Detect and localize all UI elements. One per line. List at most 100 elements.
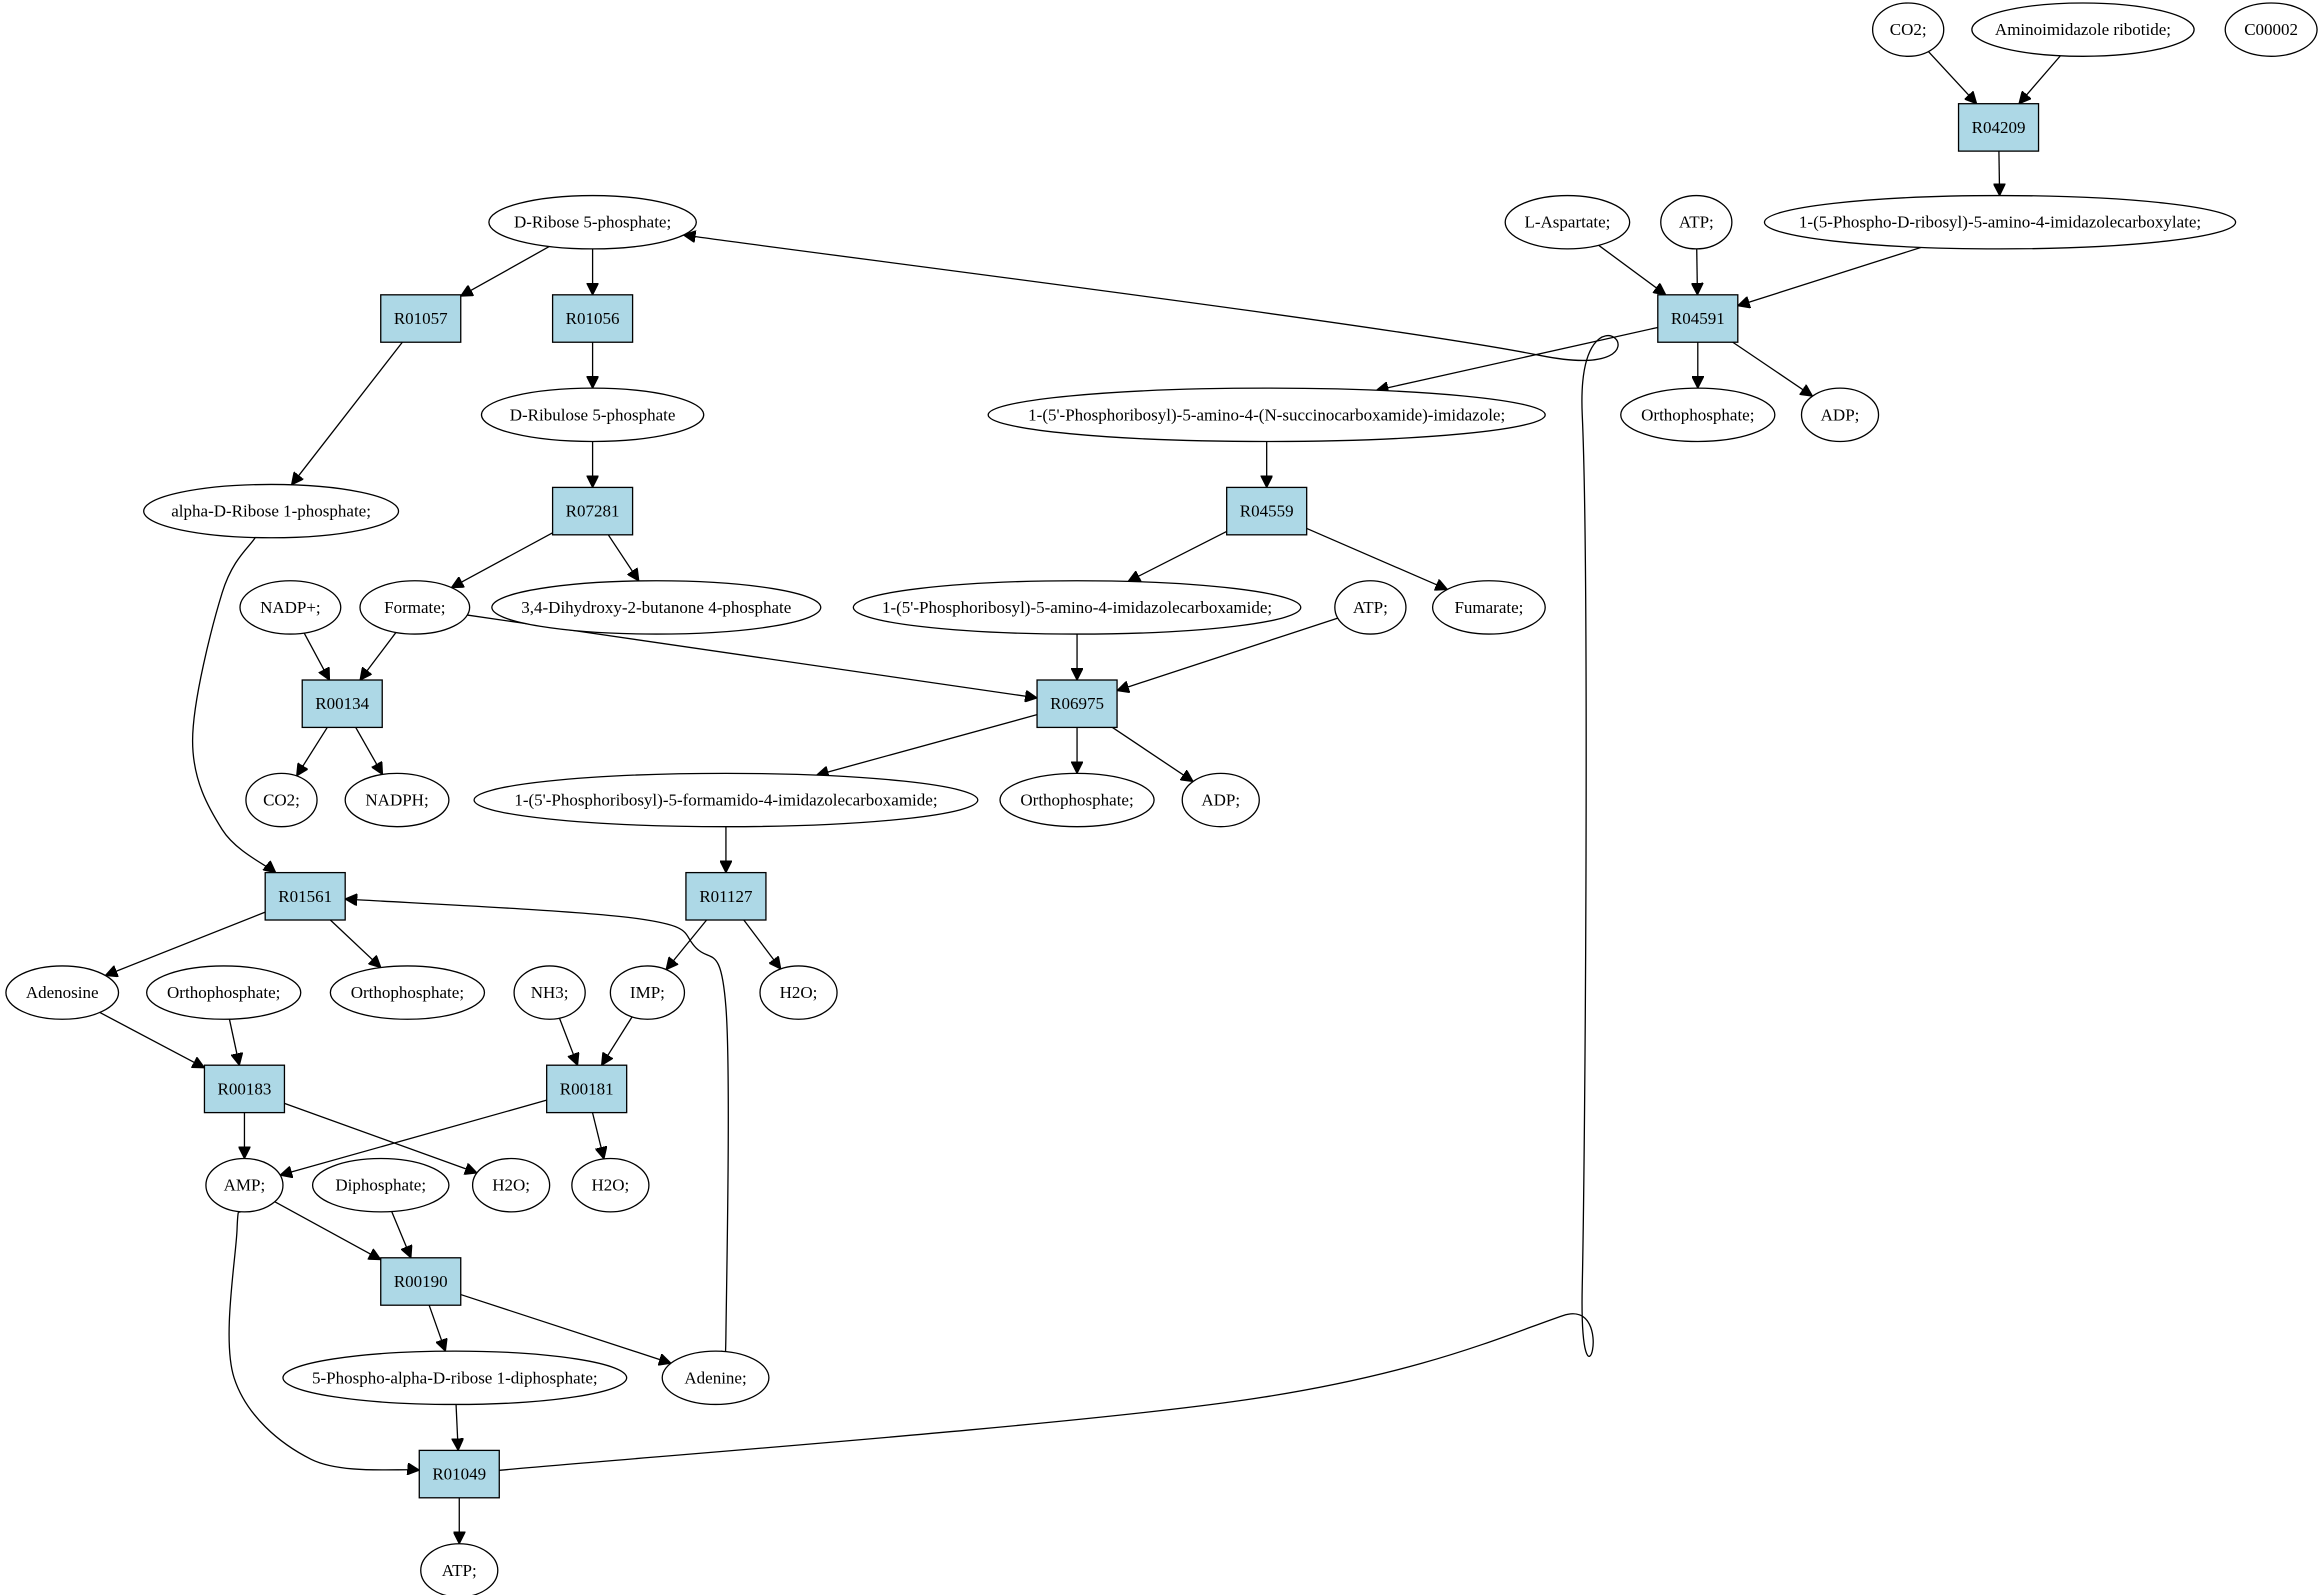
compound-node-amp[interactable]: AMP; <box>205 1157 284 1213</box>
compound-node-orthop_2[interactable]: Orthophosphate; <box>999 772 1155 828</box>
edge-c_diphosphate-to-r_R00190 <box>391 1211 411 1258</box>
compound-node-orthop_3[interactable]: Orthophosphate; <box>146 965 302 1020</box>
compound-node-adp_1[interactable]: ADP; <box>1800 387 1880 443</box>
node-label: R04209 <box>1972 118 2026 137</box>
edge-r_R00134-to-c_nadph <box>355 727 383 774</box>
reaction-box <box>551 294 634 343</box>
reaction-box <box>203 1064 286 1114</box>
reaction-node-r00134[interactable]: R00134 <box>301 679 383 729</box>
reaction-node-r01049[interactable]: R01049 <box>418 1449 500 1499</box>
compound-node-nadph[interactable]: NADPH; <box>344 772 450 828</box>
edge-c_nadp-to-r_R00134 <box>303 632 329 680</box>
compound-node-ar1p[interactable]: alpha-D-Ribose 1-phosphate; <box>143 483 400 539</box>
reaction-node-r00190[interactable]: R00190 <box>380 1257 462 1306</box>
compound-node-cair[interactable]: 1-(5-Phospho-D-ribosyl)-5-amino-4-imidaz… <box>1763 194 2237 250</box>
edge-r_R01561-to-c_adenosine <box>105 911 266 975</box>
node-label: R00181 <box>560 1079 614 1098</box>
compound-node-fumarate[interactable]: Fumarate; <box>1431 580 1546 635</box>
node-label: ATP; <box>1353 598 1388 617</box>
edge-c_laspartate-to-r_R04591 <box>1598 244 1666 295</box>
reaction-node-r07281[interactable]: R07281 <box>551 486 634 536</box>
node-label: Aminoimidazole ribotide; <box>1995 20 2171 39</box>
node-label: Formate; <box>384 598 445 617</box>
edge-c_nh3-to-r_R00181 <box>558 1017 577 1065</box>
compound-node-formate[interactable]: Formate; <box>359 580 471 635</box>
reaction-box <box>1036 679 1118 729</box>
compound-node-faicar[interactable]: 1-(5'-Phosphoribosyl)-5-formamido-4-imid… <box>473 772 979 828</box>
compound-node-adp_2[interactable]: ADP; <box>1181 772 1260 828</box>
compound-ellipse <box>420 1543 499 1595</box>
node-label: 3,4-Dihydroxy-2-butanone 4-phosphate <box>521 598 791 617</box>
reaction-node-r01127[interactable]: R01127 <box>685 871 767 921</box>
node-label: R01127 <box>699 887 753 906</box>
compound-ellipse <box>1620 387 1776 443</box>
compound-node-saicar[interactable]: 1-(5'-Phosphoribosyl)-5-amino-4-(N-succi… <box>987 387 1546 443</box>
compound-node-nadp[interactable]: NADP+; <box>239 580 342 635</box>
reaction-node-r01056[interactable]: R01056 <box>551 294 634 343</box>
edge-r_R01057-to-c_ar1p <box>292 341 403 485</box>
compound-ellipse <box>987 387 1546 443</box>
node-label: IMP; <box>630 983 665 1002</box>
edge-c_cair-to-r_R04591 <box>1738 246 1922 305</box>
compound-node-atp_1[interactable]: ATP; <box>1660 194 1733 250</box>
reaction-node-r00181[interactable]: R00181 <box>546 1064 628 1114</box>
compound-ellipse <box>359 580 471 635</box>
node-label: R00134 <box>315 694 369 713</box>
reaction-node-r04209[interactable]: R04209 <box>1957 103 2040 152</box>
node-label: Fumarate; <box>1454 598 1523 617</box>
compound-node-co2_top[interactable]: CO2; <box>1871 2 1945 57</box>
compound-ellipse <box>1871 2 1945 57</box>
edge-r_R04591-to-c_adp_1 <box>1732 341 1813 396</box>
compound-ellipse <box>759 965 838 1020</box>
reaction-node-r01561[interactable]: R01561 <box>264 871 346 921</box>
node-label: R01561 <box>278 887 332 906</box>
node-label: CO2; <box>1890 20 1927 39</box>
reaction-node-r00183[interactable]: R00183 <box>203 1064 286 1114</box>
compound-node-adenine[interactable]: Adenine; <box>661 1350 770 1406</box>
compound-node-c00002[interactable]: C00002 <box>2224 2 2318 57</box>
node-label: H2O; <box>492 1176 530 1195</box>
nodes-layer: CO2; Aminoimidazole ribotide; C00002R04209… <box>5 2 2318 1595</box>
compound-ellipse <box>344 772 450 828</box>
edges-layer <box>99 51 2061 1544</box>
compound-node-laspartate[interactable]: L-Aspartate; <box>1504 194 1631 250</box>
reaction-node-r04591[interactable]: R04591 <box>1657 294 1739 343</box>
compound-ellipse <box>1431 580 1546 635</box>
compound-node-air[interactable]: Aminoimidazole ribotide; <box>1971 2 2195 57</box>
compound-node-dribulose5p[interactable]: D-Ribulose 5-phosphate <box>480 387 705 443</box>
compound-node-prpp[interactable]: 5-Phospho-alpha-D-ribose 1-diphosphate; <box>282 1350 628 1406</box>
compound-node-orthop_1[interactable]: Orthophosphate; <box>1620 387 1776 443</box>
reaction-box <box>546 1064 628 1114</box>
compound-node-nh3[interactable]: NH3; <box>513 965 586 1020</box>
edge-r_R07281-to-c_formate <box>451 532 553 588</box>
compound-node-h2o_1[interactable]: H2O; <box>759 965 838 1020</box>
reaction-box <box>685 871 767 921</box>
compound-node-dhbp[interactable]: 3,4-Dihydroxy-2-butanone 4-phosphate <box>491 580 822 635</box>
compound-node-h2o_3[interactable]: H2O; <box>571 1157 650 1213</box>
compound-ellipse <box>1800 387 1880 443</box>
node-label: Orthophosphate; <box>1641 405 1754 424</box>
compound-ellipse <box>488 194 697 250</box>
node-label: R01057 <box>394 309 448 328</box>
node-label: Diphosphate; <box>335 1176 426 1195</box>
edge-r_R01127-to-c_h2o_1 <box>743 919 781 969</box>
compound-node-adenosine[interactable]: Adenosine <box>5 965 120 1020</box>
compound-node-diphosphate[interactable]: Diphosphate; <box>311 1157 450 1213</box>
compound-ellipse <box>1660 194 1733 250</box>
compound-node-atp_3[interactable]: ATP; <box>420 1543 499 1595</box>
compound-node-orthop_4[interactable]: Orthophosphate; <box>329 965 486 1020</box>
edge-c_adenosine-to-r_R00183 <box>99 1011 205 1067</box>
compound-node-aicar[interactable]: 1-(5'-Phosphoribosyl)-5-amino-4-imidazol… <box>852 580 1302 635</box>
node-label: NH3; <box>531 983 569 1002</box>
compound-node-dribose5p[interactable]: D-Ribose 5-phosphate; <box>488 194 697 250</box>
compound-ellipse <box>471 1157 551 1213</box>
reaction-node-r01057[interactable]: R01057 <box>380 294 462 343</box>
compound-node-h2o_2[interactable]: H2O; <box>471 1157 551 1213</box>
compound-node-co2_mid[interactable]: CO2; <box>245 772 318 828</box>
reaction-node-r06975[interactable]: R06975 <box>1036 679 1118 729</box>
compound-node-imp[interactable]: IMP; <box>609 965 686 1020</box>
node-label: R04559 <box>1240 502 1294 521</box>
reaction-node-r04559[interactable]: R04559 <box>1226 486 1308 536</box>
node-label: Orthophosphate; <box>351 983 464 1002</box>
compound-node-atp_2[interactable]: ATP; <box>1334 580 1407 635</box>
